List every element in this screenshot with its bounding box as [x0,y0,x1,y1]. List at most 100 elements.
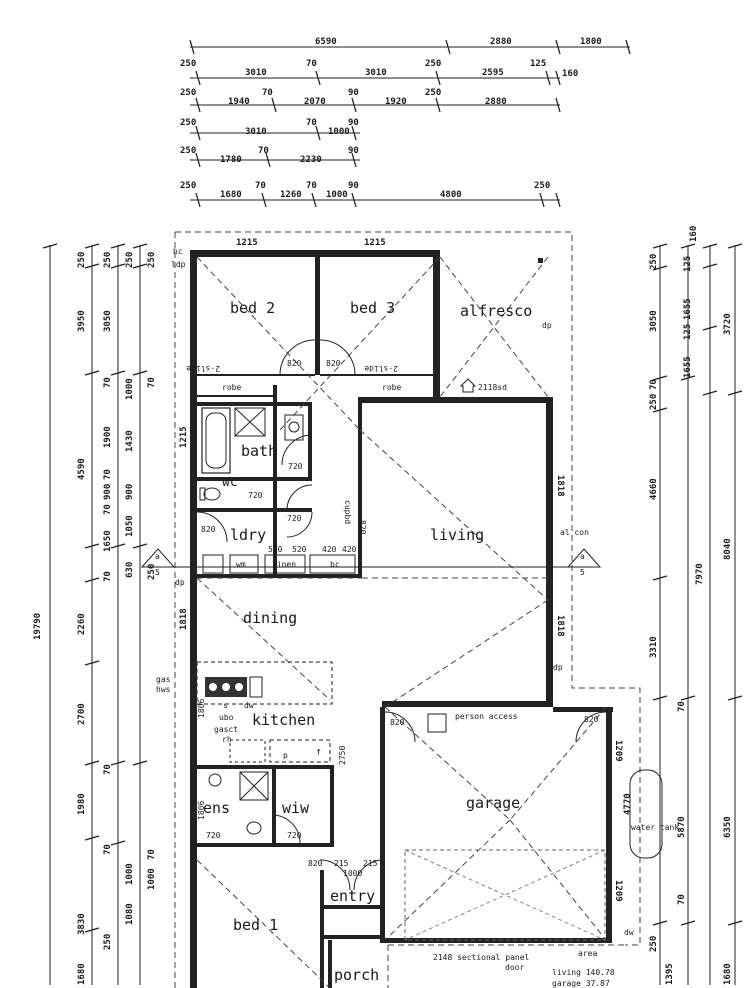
dim-lc-6: 1000 [125,863,135,885]
label-2750: 2750 [338,746,347,765]
dim-r5-3: 2230 [300,155,322,165]
ensuite-shower [239,771,269,801]
dim-lc-4: 1050 [125,515,135,537]
dim-la-0: 250 [77,252,87,268]
label-1000: 1000 [343,869,362,878]
label-door820b: 820 [326,359,341,368]
toilet [203,487,221,501]
dim-r4-0: 250 [180,118,196,128]
label-door820h: 820 [308,859,323,868]
bathtub [201,407,231,474]
label-section-5-left: 5 [155,568,160,577]
room-garage: garage [466,794,520,812]
dim-r6-2: 70 [255,181,266,191]
room-kitchen: kitchen [252,711,315,729]
label-section-a-right: a [580,552,585,561]
dim-rc-3: 6350 [723,816,733,838]
label-section-a-left: a [155,552,160,561]
dim-r3-2: 70 [262,88,273,98]
room-bed3: bed 3 [350,299,395,317]
label-door420a: 420 [322,545,337,554]
dim-r5-1: 1780 [220,155,242,165]
label-cupbd: cupbd [343,500,352,524]
label-door820f: 820 [390,718,405,727]
label-door520b: 520 [292,545,307,554]
right-dimensions: 250 3050 70 250 4660 3310 70 5870 70 250… [649,226,743,985]
room-bath: bath [241,442,277,460]
dim-rc-4: 1680 [723,963,733,985]
dim-ra-8: 70 [677,894,687,905]
vanity [284,414,304,441]
dim-rc-2: 8040 [723,538,733,560]
dim-rb-2: 1655 [683,298,693,320]
dim-lb-2: 70 [103,377,113,388]
dim-lb-12: 70 [103,844,113,855]
top-dimensions: 6590 2880 1800 250 3010 70 3010 250 2595… [180,37,631,208]
dim-ra-6: 70 [677,701,687,712]
dim-lc-7: 1080 [125,903,135,925]
dim-r2-5: 2595 [482,68,504,78]
dim-r2-4: 250 [425,59,441,69]
dim-rb-0: 160 [689,226,699,242]
dim-lb-6: 70 [103,504,113,515]
dim-r3-3: 2070 [304,97,326,107]
dim-lb-3: 1900 [103,426,113,448]
door-swings [196,339,607,891]
label-dw: dw [244,701,254,710]
dim-r2-2: 70 [306,59,317,69]
dim-r6-6: 90 [348,181,359,191]
dim-r6-8: 250 [534,181,550,191]
dim-r6-4: 70 [306,181,317,191]
bathtub-basin [205,412,227,469]
dim-r3-4: 90 [348,88,359,98]
label-820v: 820 [358,520,367,535]
dim-lb-0: 250 [103,252,113,268]
dim-rc-0: 3720 [723,313,733,335]
dim-ra-2: 70 [649,379,659,390]
laundry-tub [202,554,224,574]
washing-machine [229,554,259,574]
dim-ld-1: 70 [147,377,157,388]
dim-r6-5: 1000 [326,190,348,200]
dim-la-1: 3950 [77,310,87,332]
dim-lc-5: 630 [125,562,135,578]
room-entry: entry [330,887,375,905]
dim-lb-4: 70 [103,469,113,480]
label-bc: bc [330,560,340,569]
label-1818c: 1818 [555,615,565,637]
room-alfresco: alfresco [460,302,532,320]
label-1215a: 1215 [236,238,258,248]
label-robe-sd2: 2-slide [364,364,398,373]
label-215a: 215 [334,859,349,868]
label-1209a: 1209 [613,740,623,762]
dim-la-2: 4590 [77,458,87,480]
label-1818b: 1818 [179,608,189,630]
dim-lb-5: 900 [103,484,113,500]
dim-r4-1: 3010 [245,127,267,137]
kitchen-bench [196,661,333,705]
label-1806a: 1806 [197,699,206,718]
pantry-fridge [269,739,331,763]
dim-ra-3: 250 [649,394,659,410]
label-p: p [283,751,288,760]
dim-lc-0: 250 [125,252,135,268]
room-labels: bed 2 bed 3 alfresco bath wc ldry living… [203,299,532,984]
label-area-garage: garage 37.87 [552,979,610,988]
dim-r4-2: 70 [306,118,317,128]
dim-rb-4: 1655 [683,356,693,378]
room-ens: ens [203,799,230,817]
dim-r2-3: 3010 [365,68,387,78]
label-rh: rh [222,735,232,744]
dim-r2-1: 3010 [245,68,267,78]
left-dimensions: 19790 250 3950 4590 2260 2700 1980 3830 … [33,243,157,985]
dim-lc-3: 900 [125,484,135,500]
room-dining: dining [243,609,297,627]
label-area-living: living 140.78 [552,968,615,977]
dim-la-3: 2260 [77,613,87,635]
dim-ld-5: 1000 [147,868,157,890]
label-robe-sd1: 2-slide [186,364,220,373]
label-door720a: 720 [288,462,303,471]
label-215b: 215 [363,859,378,868]
room-porch: porch [334,966,379,984]
label-1215c: 1215 [179,426,189,448]
